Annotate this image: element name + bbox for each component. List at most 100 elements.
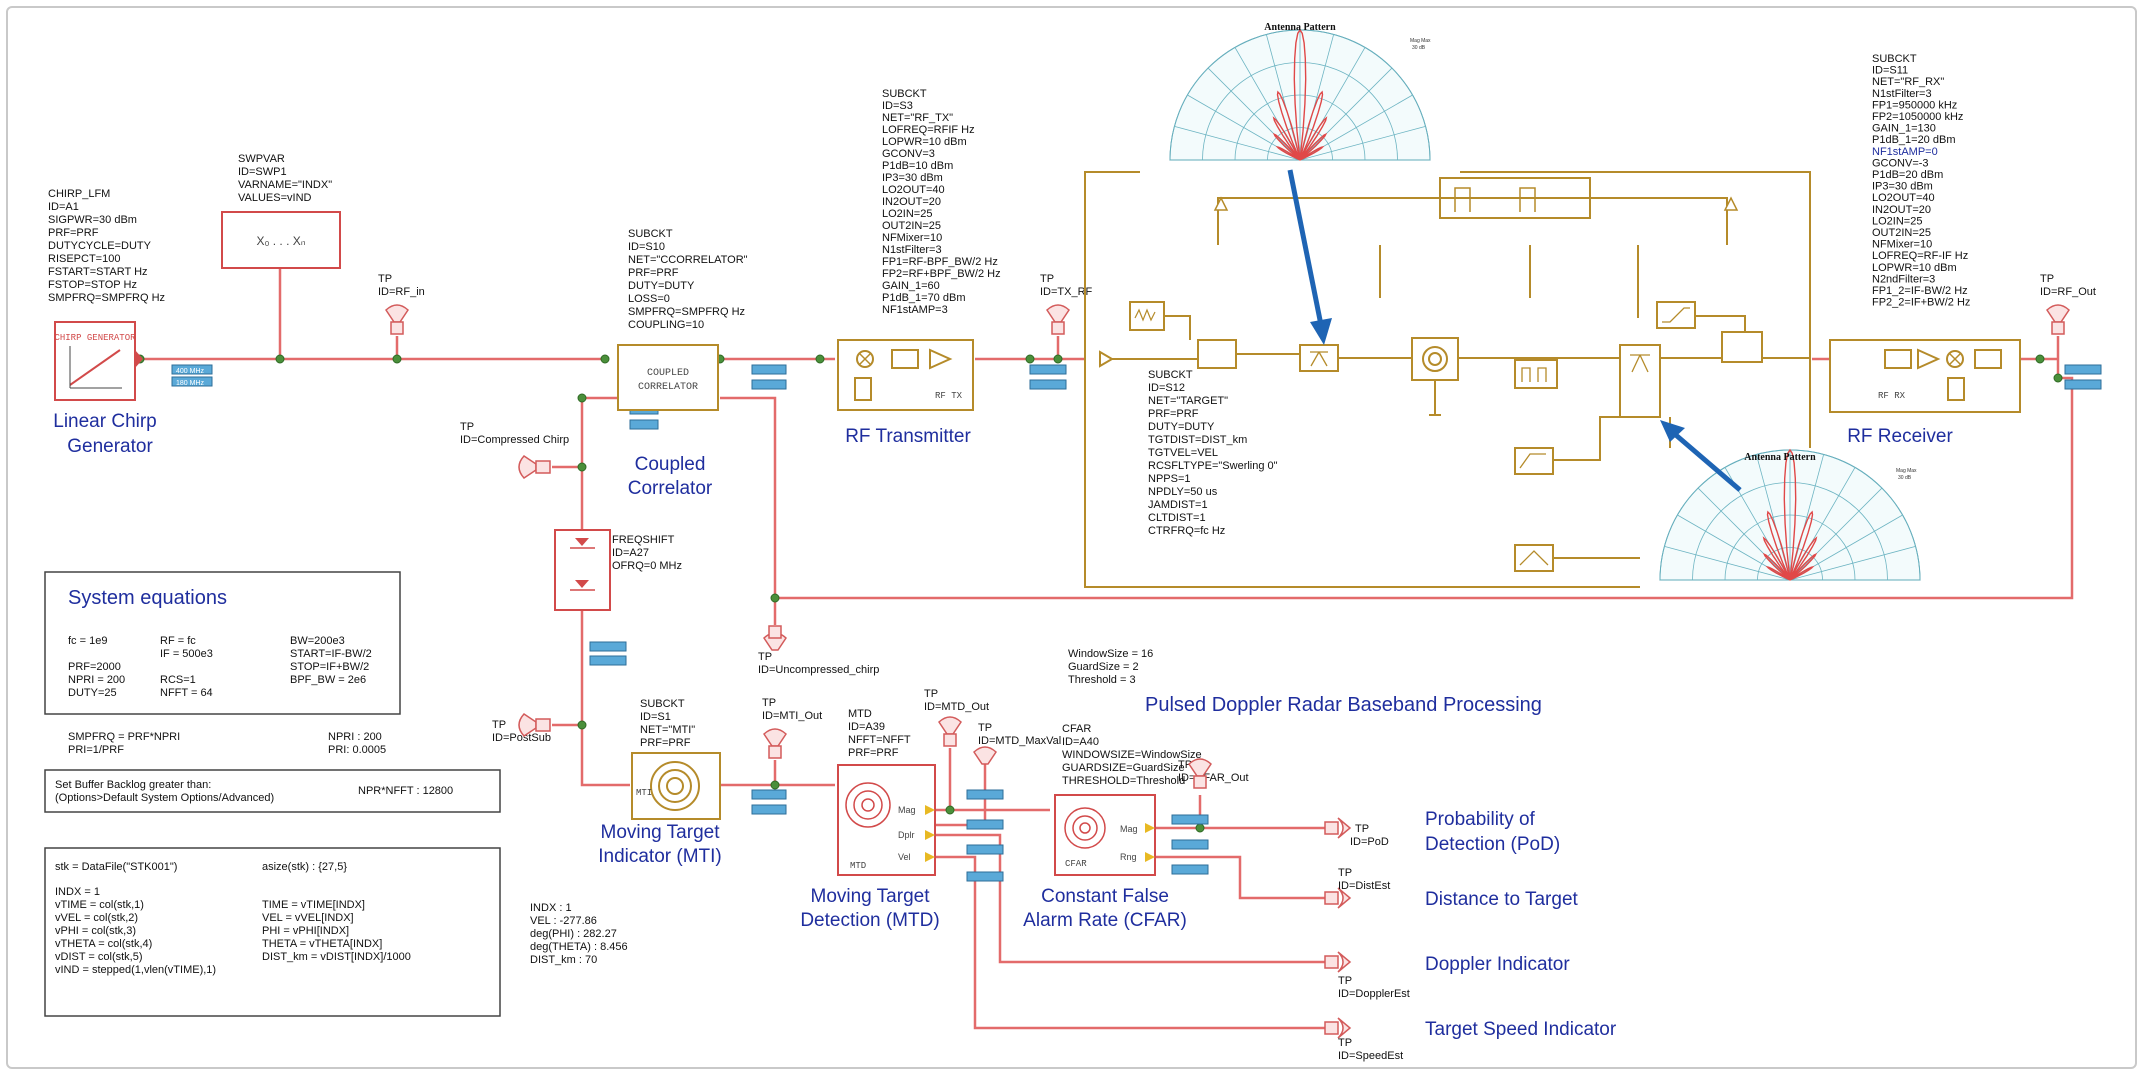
wire-cfar-rng [1155,855,1325,900]
mtd-params: MTD ID=A39 NFFT=NFFT PRF=PRF [848,708,911,759]
mti-block[interactable]: MTI [631,752,721,820]
result-cell: deg(THETA) : 8.456 [530,941,628,953]
output-doppler[interactable]: TP ID=DopplerEst Doppler Indicator [1324,951,1570,1000]
node [945,805,955,815]
output-speed[interactable]: TP ID=SpeedEst Target Speed Indicator [1324,1017,1617,1062]
output-dist[interactable]: TP ID=DistEst Distance to Target [1324,867,1579,910]
tp-mti-out[interactable]: TP ID=MTI_Out [762,697,822,759]
node [1053,354,1063,364]
tp-uncompressed[interactable]: TP ID=Uncompressed_chirp [758,625,879,676]
tp-rf-in[interactable]: TP ID=RF_in [378,273,425,335]
antenna-legend: 30 dB [1898,475,1912,481]
swpvar-param: SWPVAR [238,153,285,165]
chirp-param: RISEPCT=100 [48,253,120,265]
swpvar-glyph: X₀ . . . Xₙ [256,234,305,248]
antenna-pattern-tx: Antenna Pattern Mag Max 30 dB [1140,14,1460,174]
tx-param: NET="RF_TX" [882,112,953,124]
sys-eq-cell: IF = 500e3 [160,648,213,660]
tp-tx-rf[interactable]: TP ID=TX_RF [1040,273,1093,335]
cfar-param: GUARDSIZE=GuardSize [1062,762,1185,774]
node [815,354,825,364]
buffer-cell: (Options>Default System Options/Advanced… [55,792,274,804]
target-channel-block[interactable] [1084,171,1811,588]
rx-param: ID=S11 [1872,65,1908,77]
coupled-correlator-block[interactable]: COUPLED CORRELATOR [617,344,719,411]
tp-id: ID=MTD_MaxVal [978,735,1061,747]
tp-mtd-maxval[interactable]: TP ID=MTD_MaxVal [973,722,1061,765]
wire-doppler [935,833,1325,964]
tp-id: ID=Uncompressed_chirp [758,664,879,676]
rf-receiver-block[interactable]: RF RX [1829,339,2021,413]
tp-id: ID=CFAR_Out [1178,772,1249,784]
cfar-top-params: WindowSize = 16 GuardSize = 2 Threshold … [1068,648,1153,686]
mtd-param: MTD [848,708,872,720]
corr-block-label-1: COUPLED [647,368,689,379]
antenna-title: Antenna Pattern [1744,452,1816,463]
mtd-block[interactable]: Mag Dplr Vel MTD [837,764,936,876]
tp-mtd-out[interactable]: TP ID=MTD_Out [924,688,989,747]
cfar-top-param: GuardSize = 2 [1068,661,1139,673]
antenna-legend: 30 dB [1412,45,1426,51]
freqshift-block[interactable] [554,529,611,611]
rx-param: FP1_2=IF-BW/2 Hz [1872,285,1968,297]
tx-param: NF1stAMP=3 [882,304,948,316]
rx-param: LO2IN=25 [1872,215,1922,227]
result-cell: deg(PHI) : 282.27 [530,928,617,940]
rx-label: RF Receiver [1847,426,1953,447]
smp-box: SMPFRQ = PRF*NPRI PRI=1/PRF NPRI : 200 P… [68,731,386,756]
result-cell: INDX : 1 [530,902,572,914]
output-pod[interactable]: TP ID=PoD Probability of Detection (PoD) [1324,809,1560,855]
rx-param: FP2=1050000 kHz [1872,111,1963,123]
chirp-generator-block[interactable]: CHIRP GENERATOR [54,321,143,401]
antenna-arrow-rx [1668,428,1742,492]
port-tag: 180 MHz [176,380,205,387]
sys-eq-cell: BW=200e3 [290,635,345,647]
sys-eq-cell: NPRI = 200 [68,674,125,686]
rx-param: FP2_2=IF+BW/2 Hz [1872,297,1970,309]
antenna-title: Antenna Pattern [1264,22,1336,33]
tp-label: TP [1338,867,1352,879]
rx-param: NET="RF_RX" [1872,76,1944,88]
tp-id: ID=TX_RF [1040,286,1093,298]
sys-eq-title: System equations [68,587,227,609]
sys-eq-cell: RF = fc [160,635,196,647]
rx-param: P1dB=20 dBm [1872,169,1943,181]
chirp-params: CHIRP_LFM ID=A1 SIGPWR=30 dBm PRF=PRF DU… [48,188,165,304]
target-param: ID=S12 [1148,382,1185,394]
mti-block-label: MTI [636,788,652,798]
tp-rf-out[interactable]: TP ID=RF_Out [2040,273,2096,335]
data-cell: vDIST = col(stk,5) [55,951,143,963]
chirp-label-2: Generator [67,436,153,457]
data-cell: THETA = vTHETA[INDX] [262,938,382,950]
tp-cfar-out[interactable]: TP ID=CFAR_Out [1178,758,1249,789]
cfar-param: CFAR [1062,723,1091,735]
freqshift-param: FREQSHIFT [612,534,675,546]
buffer-box: Set Buffer Backlog greater than: (Option… [44,769,501,813]
chirp-block-label: CHIRP GENERATOR [54,333,136,343]
mti-param: PRF=PRF [640,737,691,749]
mti-param: NET="MTI" [640,724,695,736]
cfar-params: CFAR ID=A40 WINDOWSIZE=WindowSize GUARDS… [1062,723,1202,787]
tx-param: FP2=RF+BPF_BW/2 Hz [882,268,1001,280]
out-dist-label: Distance to Target [1425,889,1579,910]
mti-params: SUBCKT ID=S1 NET="MTI" PRF=PRF [640,698,695,749]
tx-param: FP1=RF-BPF_BW/2 Hz [882,256,998,268]
tp-label: TP [492,719,506,731]
target-param: JAMDIST=1 [1148,499,1208,511]
swpvar-block[interactable]: X₀ . . . Xₙ [221,211,341,269]
tx-param: NFMixer=10 [882,232,942,244]
data-box: stk = DataFile("STK001") asize(stk) : {2… [44,847,501,1017]
tp-compressed[interactable]: TP ID=Compressed Chirp [460,421,569,479]
rf-transmitter-block[interactable]: RF TX [837,339,974,411]
tx-param: LOFREQ=RFIF Hz [882,124,975,136]
tp-postsub[interactable]: TP ID=PostSub [492,713,551,744]
sys-eq-cell: PRF=2000 [68,661,121,673]
tx-param: LO2IN=25 [882,208,932,220]
corr-param: DUTY=DUTY [628,280,695,292]
tx-param: N1stFilter=3 [882,244,942,256]
cfar-block[interactable]: Mag Rng CFAR [1054,794,1156,876]
data-cell: vIND = stepped(1,vlen(vTIME),1) [55,964,216,976]
cfar-param: THRESHOLD=Threshold [1062,775,1185,787]
corr-param: ID=S10 [628,241,665,253]
port-tag: 400 MHz [176,368,205,375]
